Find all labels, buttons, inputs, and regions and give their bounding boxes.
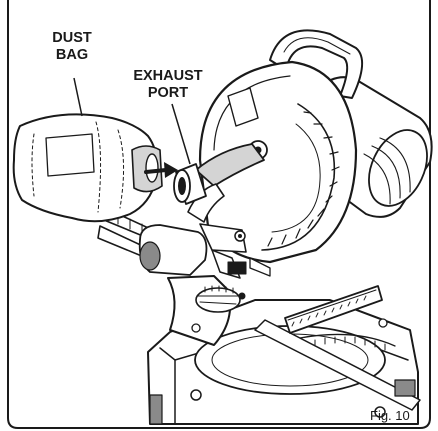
exhaust-port-label-line2: PORT [148,85,188,101]
dust-bag [12,113,163,223]
exhaust-port [173,163,207,205]
dust-bag-label-line1: DUST [52,30,92,46]
saw-arm [187,143,271,279]
dust-bag-label-line2: BAG [56,47,88,63]
slide-rails [97,207,208,276]
exhaust-port-label-line1: EXHAUST [133,68,202,84]
saw-fence [284,285,388,334]
carry-handle [269,29,363,99]
figure-label: Fig. 10 [370,408,410,423]
bevel-support [167,275,246,346]
page-frame [7,0,431,429]
leader-lines [73,77,191,165]
saw-base [147,299,421,425]
attach-direction-arrow [144,162,178,178]
